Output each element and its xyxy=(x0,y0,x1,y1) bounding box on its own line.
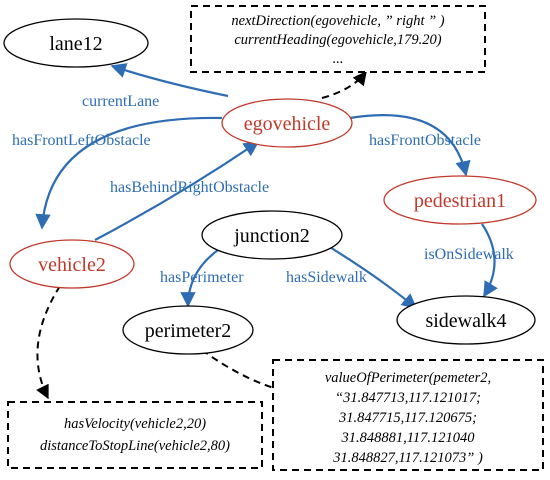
note-ego-line-2: currentHeading(egovehicle,179.20) xyxy=(234,32,441,48)
node-egovehicle: egovehicle xyxy=(221,98,353,148)
edge-label-currentLane: currentLane xyxy=(82,93,159,110)
edge-currentLane xyxy=(110,63,229,98)
edge-hasPerimeter xyxy=(180,249,219,308)
node-pedestrian1: pedestrian1 xyxy=(383,175,537,225)
node-label-vehicle2: vehicle2 xyxy=(38,254,106,276)
note-vehicle-line-2: distanceToStopLine(vehicle2,80) xyxy=(40,438,230,454)
edge-label-isOnSidewalk: isOnSidewalk xyxy=(424,246,514,263)
edge-hasFrontObstacle xyxy=(349,114,471,177)
note-connector-vehicle xyxy=(36,285,61,400)
edge-label-hasSidewalk: hasSidewalk xyxy=(286,269,367,286)
note-ego-line-3: ... xyxy=(333,51,344,67)
edge-label-hasPerimeter: hasPerimeter xyxy=(160,269,244,286)
note-ego-attributes: nextDirection(egovehicle, ” right ” ) cu… xyxy=(190,5,486,73)
note-perimeter-line-5: 31.848827,117.121073” ) xyxy=(332,450,483,466)
note-connector-ego xyxy=(321,70,367,99)
node-label-junction2: junction2 xyxy=(233,225,310,247)
node-label-perimeter2: perimeter2 xyxy=(145,320,232,342)
node-perimeter2: perimeter2 xyxy=(122,305,254,355)
node-lane12: lane12 xyxy=(3,18,149,68)
node-junction2: junction2 xyxy=(201,210,343,260)
edge-hasFrontLeftObstacle xyxy=(35,116,223,230)
note-perimeter-line-2: “31.847713,117.121017; xyxy=(335,390,481,406)
node-label-lane12: lane12 xyxy=(49,33,102,55)
edge-label-hasFrontObstacle: hasFrontObstacle xyxy=(369,132,481,149)
note-perimeter-line-1: valueOfPerimeter(pemeter2, xyxy=(325,370,491,386)
node-label-sidewalk4: sidewalk4 xyxy=(425,310,506,332)
node-label-egovehicle: egovehicle xyxy=(244,113,331,135)
note-perimeter-line-3: 31.847715,117.120675; xyxy=(338,410,477,426)
note-vehicle-attributes: hasVelocity(vehicle2,20) distanceToStopL… xyxy=(7,401,263,469)
note-perimeter-line-4: 31.848881,117.121040 xyxy=(340,430,475,446)
edge-hasSidewalk xyxy=(327,245,418,309)
edge-label-hasBehindRightObstacle: hasBehindRightObstacle xyxy=(110,179,269,196)
note-perimeter-attributes: valueOfPerimeter(pemeter2, “31.847713,11… xyxy=(272,359,544,471)
note-ego-line-1: nextDirection(egovehicle, ” right ” ) xyxy=(231,13,444,29)
edge-hasBehindRightObstacle xyxy=(94,141,260,241)
edge-label-hasFrontLeftObstacle: hasFrontLeftObstacle xyxy=(12,132,151,149)
node-vehicle2: vehicle2 xyxy=(9,239,135,289)
node-label-pedestrian1: pedestrian1 xyxy=(414,190,506,212)
note-vehicle-line-1: hasVelocity(vehicle2,20) xyxy=(64,416,206,432)
edge-isOnSidewalk xyxy=(481,223,498,298)
node-sidewalk4: sidewalk4 xyxy=(396,295,536,345)
